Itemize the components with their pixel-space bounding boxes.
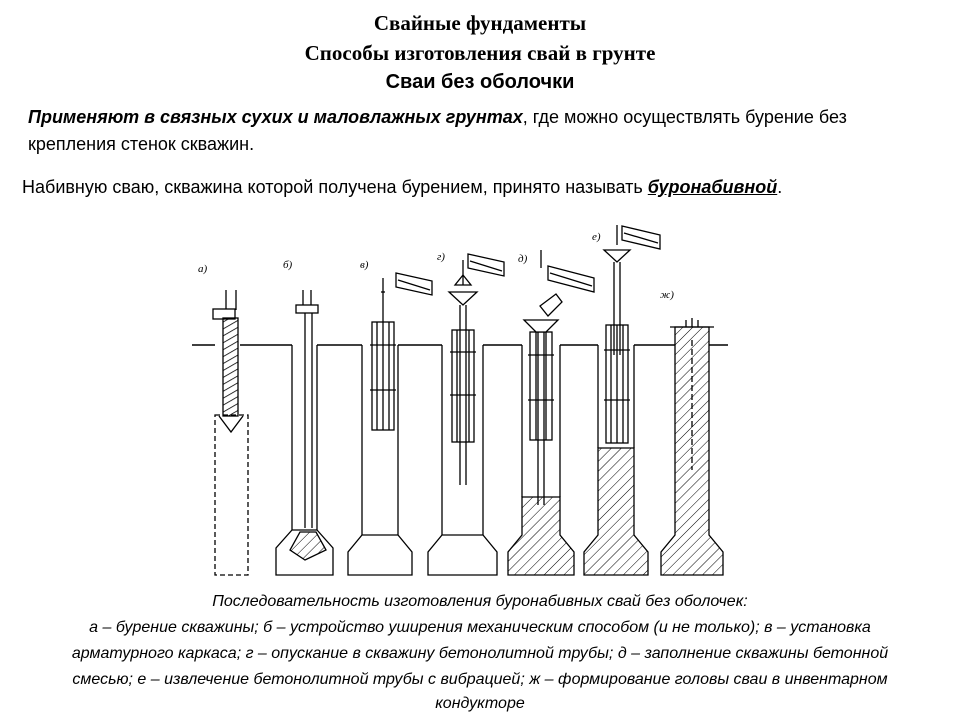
paragraph-1: Применяют в связных сухих и маловлажных … xyxy=(28,104,943,158)
stage-label-d: д) xyxy=(518,253,528,265)
caption-line-2: а – бурение скважины; б – устройство уши… xyxy=(89,619,871,636)
page-title: Свайные фундаменты xyxy=(373,11,587,35)
stage-label-v: в) xyxy=(360,259,369,271)
term-buronabivnaya: буронабивной xyxy=(647,177,778,197)
stage-d-pouring xyxy=(507,250,595,576)
stage-a-drilling xyxy=(212,290,249,576)
page-subtitle: Способы изготовления свай в грунте xyxy=(304,41,656,65)
stage-label-e: е) xyxy=(592,231,601,243)
caption-line-4: смесью; е – извлечение бетонолитной труб… xyxy=(72,671,888,688)
caption-line-5: кондукторе xyxy=(435,695,525,712)
stage-label-b: б) xyxy=(283,259,293,271)
paragraph-1-emphasis: Применяют в связных сухих и маловлажных … xyxy=(28,107,523,127)
paragraph-2: Набивную сваю, скважина которой получена… xyxy=(22,174,942,201)
stage-zh-head xyxy=(660,318,724,576)
stage-label-g: г) xyxy=(437,251,445,263)
paragraph-1-line2: крепления стенок скважин. xyxy=(28,134,255,154)
stage-label-zh: ж) xyxy=(660,289,674,301)
stage-g-tremie xyxy=(427,253,505,576)
paragraph-1-text: , где можно осуществлять бурение без xyxy=(522,107,847,127)
stage-e-extraction xyxy=(583,225,661,576)
stage-v-cage xyxy=(347,272,433,576)
caption-title: Последовательность изготовления буронаби… xyxy=(212,593,748,610)
stage-label-a: а) xyxy=(198,263,208,275)
paragraph-2-end: . xyxy=(777,177,783,197)
section-title: Сваи без оболочки xyxy=(385,71,575,93)
caption-line-3: арматурного каркаса; г – опускание в скв… xyxy=(71,645,889,662)
stage-b-widening xyxy=(275,290,334,576)
paragraph-2-text: Набивную сваю, скважина которой получена… xyxy=(22,177,648,197)
